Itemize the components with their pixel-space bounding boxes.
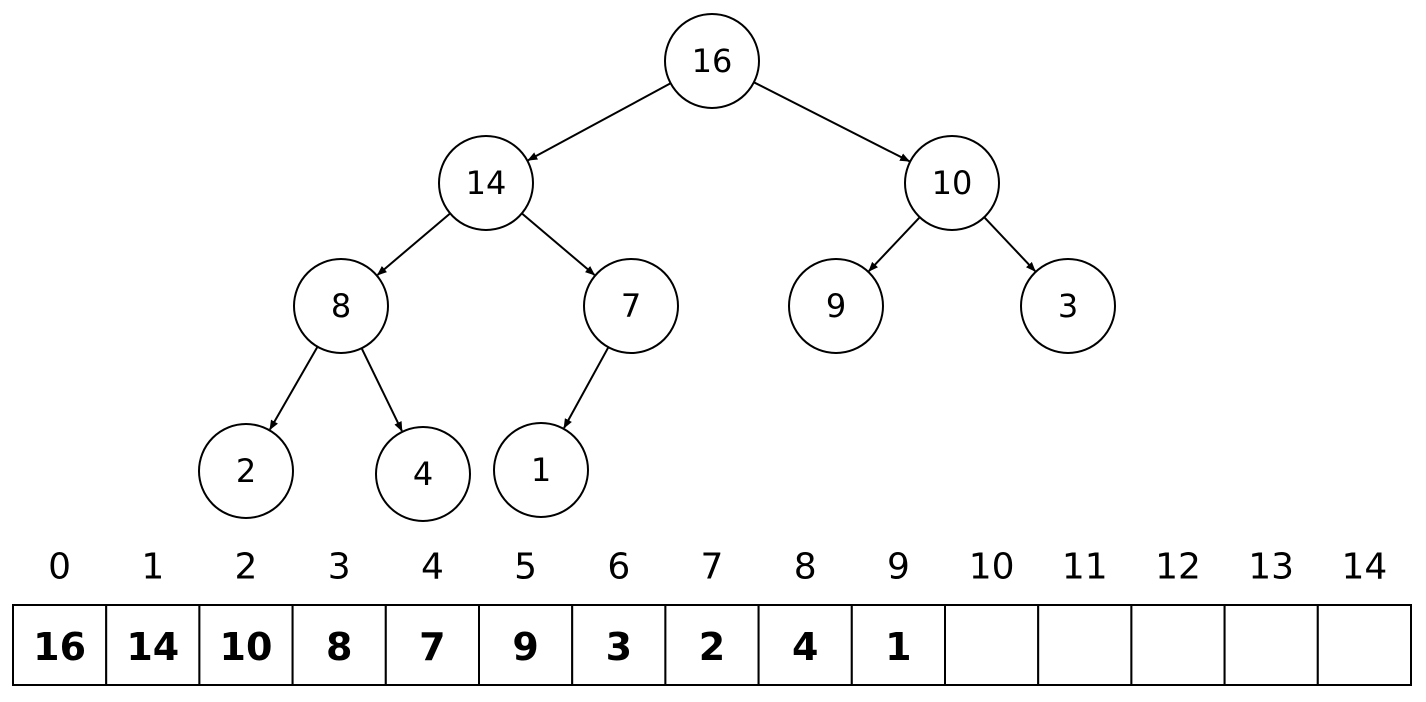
heap-array: 0 16 1 14 2 10 3 8 4 7 5 9 6 3 7 2 8 4 9 1 10 11 12 13 14 bbox=[12, 547, 1413, 686]
array-index-label: 14 bbox=[1341, 547, 1387, 588]
array-index-label: 1 bbox=[141, 547, 164, 588]
array-cell bbox=[571, 604, 667, 686]
node-circle bbox=[583, 258, 679, 354]
edge-arrow bbox=[983, 216, 1036, 272]
edge-arrow bbox=[360, 347, 403, 432]
array-cell-value: 7 bbox=[419, 625, 445, 669]
array-index-label: 4 bbox=[421, 547, 444, 588]
node-label: 2 bbox=[236, 452, 256, 490]
array-cell bbox=[1316, 604, 1413, 686]
array-index-label: 8 bbox=[794, 547, 817, 588]
array-index-label: 12 bbox=[1155, 547, 1201, 588]
node-label: 8 bbox=[331, 287, 351, 325]
array-cell bbox=[198, 604, 294, 686]
node-circle bbox=[198, 423, 294, 519]
tree-node: 10 bbox=[904, 135, 1000, 231]
tree-node: 4 bbox=[375, 426, 471, 522]
array-cell-value: 4 bbox=[792, 625, 818, 669]
array-cell-value: 1 bbox=[885, 625, 911, 669]
array-cell bbox=[850, 604, 946, 686]
tree-node: 8 bbox=[293, 258, 389, 354]
array-index-label: 11 bbox=[1062, 547, 1108, 588]
array-cell-value: 16 bbox=[33, 625, 86, 669]
tree-node: 16 bbox=[664, 13, 760, 109]
node-label: 1 bbox=[531, 451, 551, 489]
array-index-label: 2 bbox=[235, 547, 258, 588]
array-cell bbox=[384, 604, 480, 686]
array-cell bbox=[478, 604, 574, 686]
node-circle bbox=[375, 426, 471, 522]
node-label: 4 bbox=[413, 455, 433, 493]
edge-arrow bbox=[376, 212, 451, 276]
array-index-label: 10 bbox=[969, 547, 1015, 588]
array-cell-value: 9 bbox=[512, 625, 538, 669]
array-index-label: 3 bbox=[328, 547, 351, 588]
array-cell bbox=[664, 604, 760, 686]
array-index-label: 13 bbox=[1248, 547, 1294, 588]
array-cell-value: 3 bbox=[606, 625, 632, 669]
array-index-label: 6 bbox=[607, 547, 630, 588]
node-circle bbox=[904, 135, 1000, 231]
array-index-label: 5 bbox=[514, 547, 537, 588]
array-index-label: 0 bbox=[48, 547, 71, 588]
tree-node: 2 bbox=[198, 423, 294, 519]
array-cell-value: 10 bbox=[220, 625, 273, 669]
array-index-label: 9 bbox=[887, 547, 910, 588]
node-label: 9 bbox=[826, 287, 846, 325]
node-circle bbox=[493, 422, 589, 518]
node-circle bbox=[1020, 258, 1116, 354]
array-cell bbox=[1037, 604, 1133, 686]
node-label: 3 bbox=[1058, 287, 1078, 325]
array-cell bbox=[291, 604, 387, 686]
tree-node: 9 bbox=[788, 258, 884, 354]
node-label: 16 bbox=[692, 42, 733, 80]
edge-arrow bbox=[868, 216, 921, 272]
node-circle bbox=[788, 258, 884, 354]
tree-node: 7 bbox=[583, 258, 679, 354]
node-label: 10 bbox=[932, 164, 973, 202]
array-cell bbox=[12, 604, 108, 686]
array-cell-value: 14 bbox=[126, 625, 179, 669]
array-index-label: 7 bbox=[701, 547, 724, 588]
node-circle bbox=[664, 13, 760, 109]
array-cell bbox=[944, 604, 1040, 686]
node-circle bbox=[438, 135, 534, 231]
array-cell-value: 8 bbox=[326, 625, 352, 669]
array-cell bbox=[1223, 604, 1319, 686]
tree-nodes: 16 14 10 8 7 9 3 2 4 1 bbox=[198, 13, 1116, 522]
tree-node: 1 bbox=[493, 422, 589, 518]
tree-node: 14 bbox=[438, 135, 534, 231]
tree-edges bbox=[269, 81, 1036, 432]
edge-arrow bbox=[269, 346, 319, 431]
edge-arrow bbox=[563, 346, 610, 429]
tree-node: 3 bbox=[1020, 258, 1116, 354]
edge-arrow bbox=[521, 212, 596, 276]
edge-arrow bbox=[527, 82, 672, 162]
array-cell bbox=[105, 604, 201, 686]
node-circle bbox=[293, 258, 389, 354]
node-label: 7 bbox=[621, 287, 641, 325]
edge-arrow bbox=[753, 81, 911, 163]
node-label: 14 bbox=[466, 164, 507, 202]
array-cell bbox=[1130, 604, 1226, 686]
array-cell-value: 2 bbox=[699, 625, 725, 669]
